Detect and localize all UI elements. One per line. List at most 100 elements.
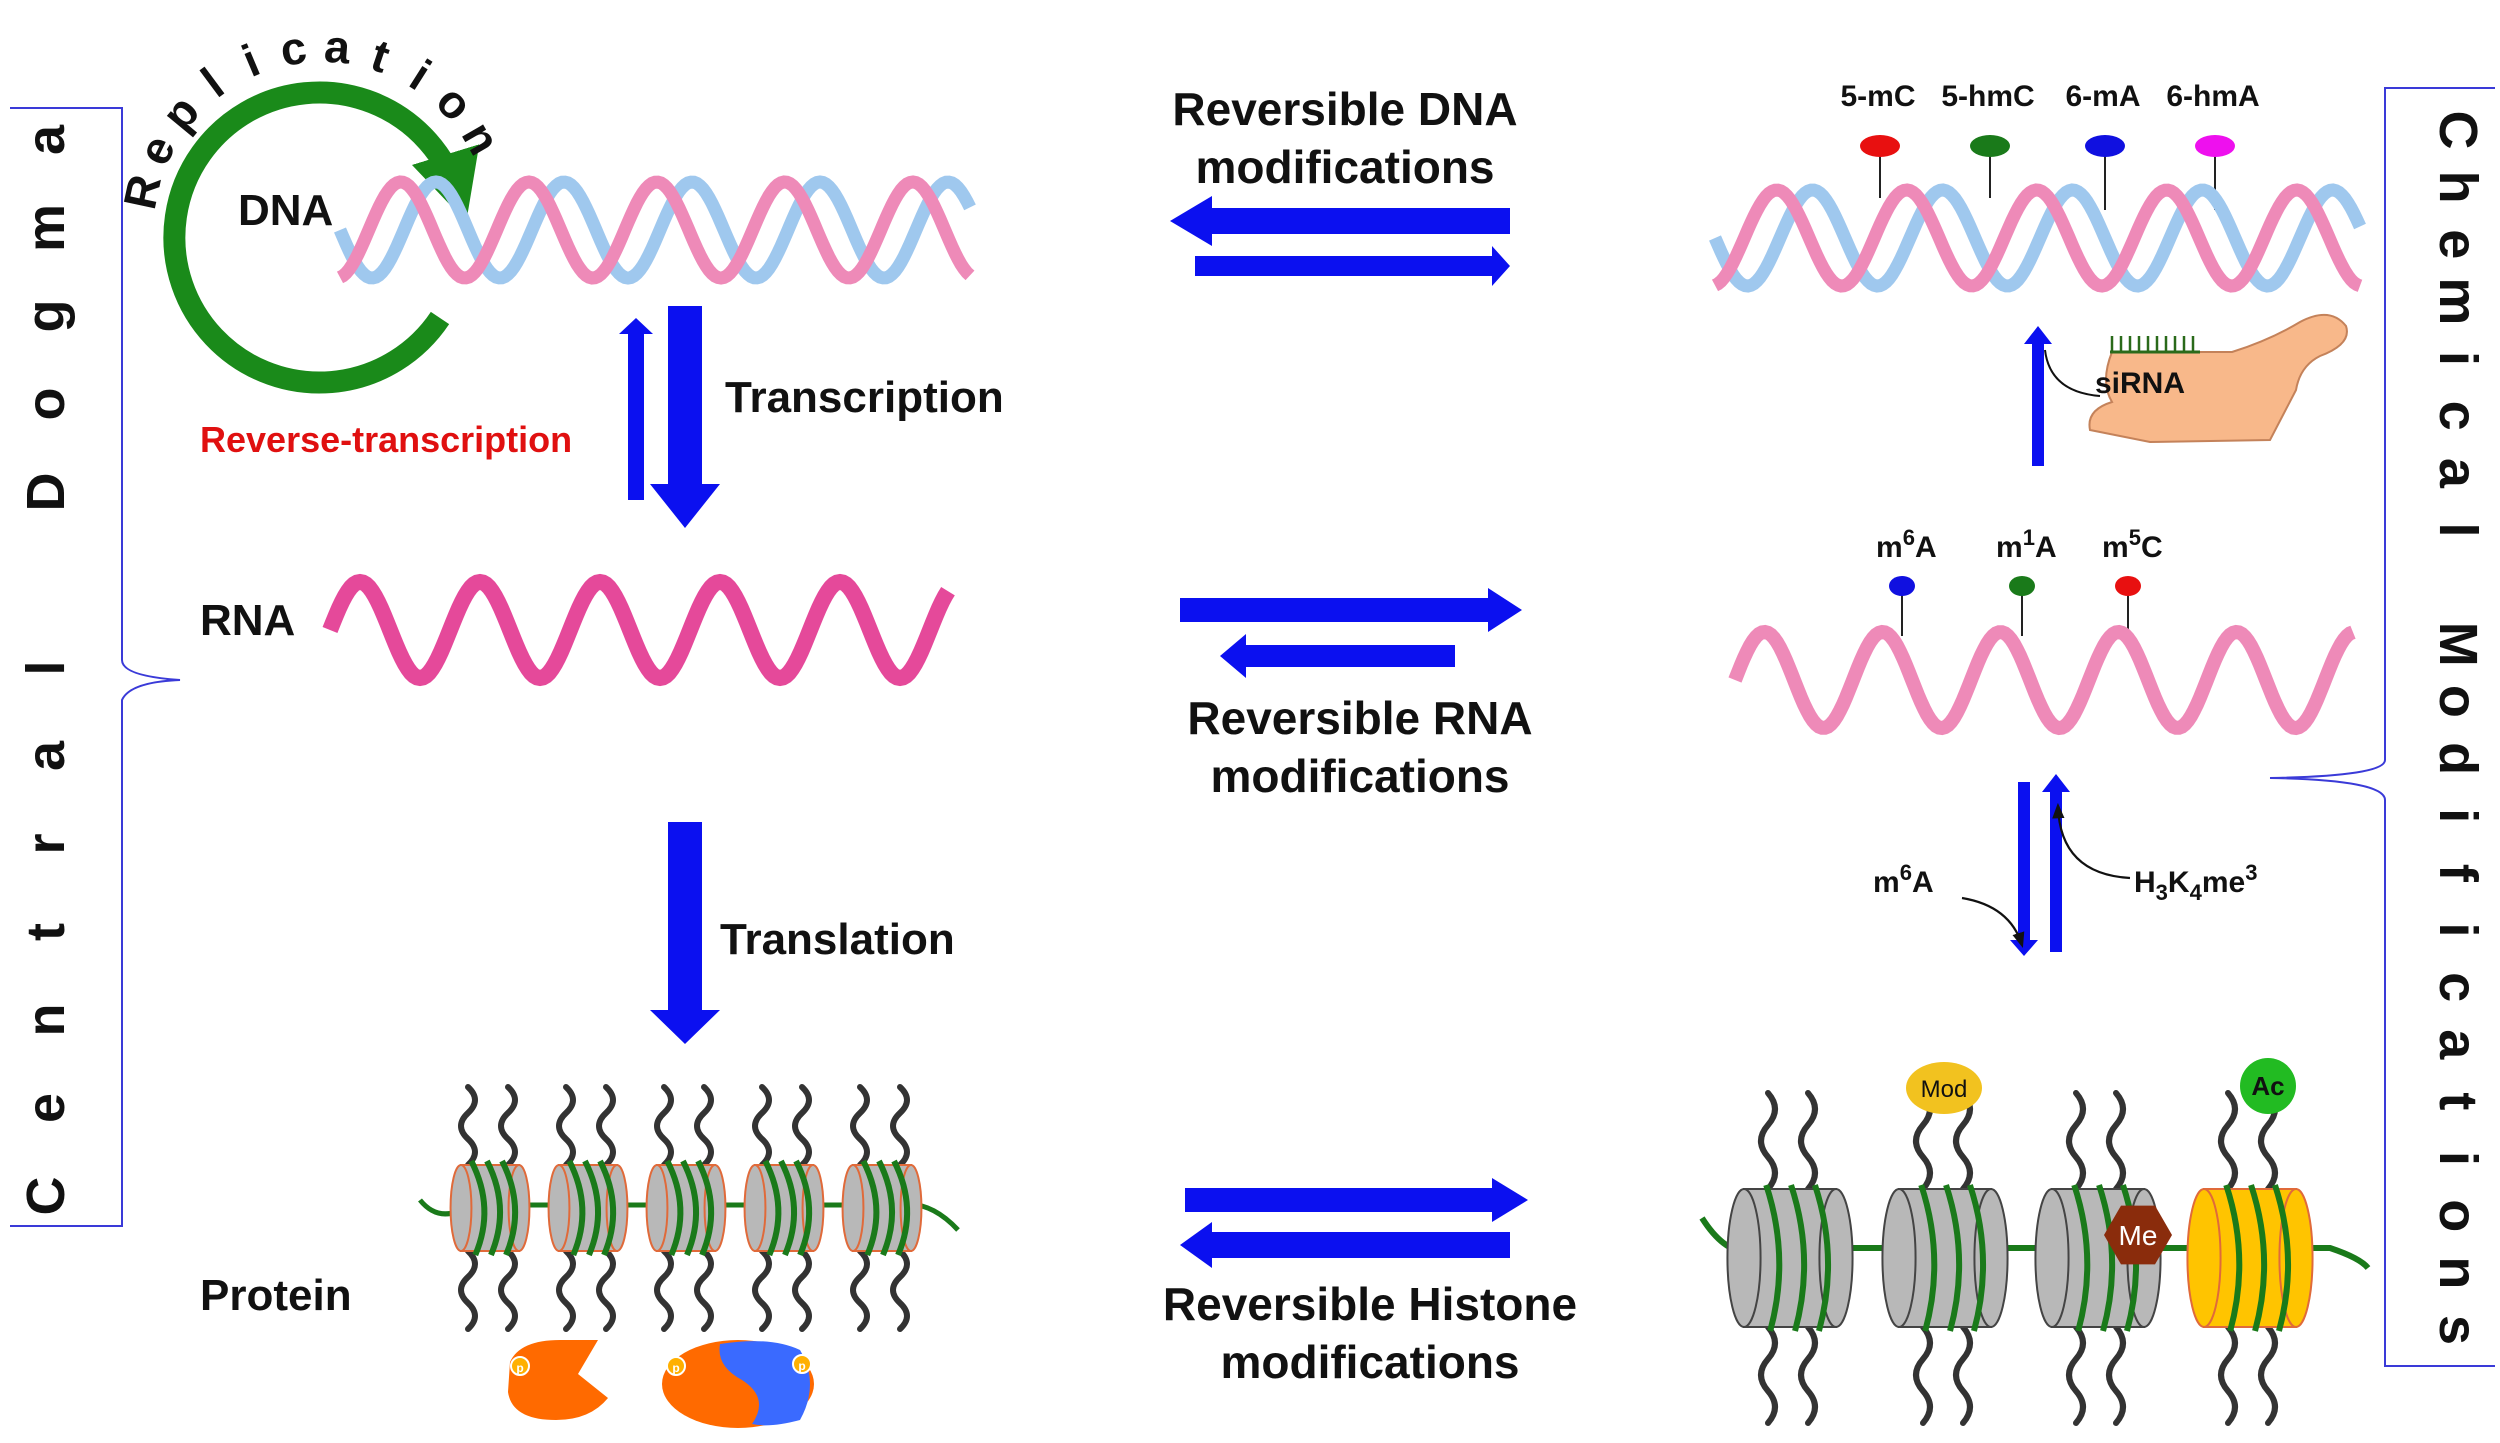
histone-core-face bbox=[449, 1164, 473, 1252]
dna-wrap bbox=[2223, 1184, 2243, 1332]
dna-wrap bbox=[1967, 1184, 1987, 1332]
side-label-letter: D bbox=[16, 473, 76, 512]
side-label-letter: i bbox=[2428, 922, 2488, 937]
reverse-transcription-arrow-head bbox=[619, 318, 653, 334]
rna-mark-label: m6A bbox=[1876, 525, 1937, 564]
sirna-strand bbox=[2110, 336, 2200, 354]
dna-reversible-arrows bbox=[1170, 196, 1510, 286]
helix-strand-b bbox=[1711, 183, 2363, 293]
phosphate-marker bbox=[510, 1356, 530, 1376]
histone-tail bbox=[2066, 1324, 2086, 1426]
dna-mark-label: 5-hmC bbox=[1941, 80, 2034, 113]
histone-tail bbox=[1798, 1090, 1818, 1192]
methyl-mark bbox=[1970, 135, 2010, 157]
dna-wrap bbox=[876, 1159, 896, 1257]
dna-label: DNA bbox=[238, 186, 333, 235]
histone-tail bbox=[596, 1248, 616, 1332]
histone-methyl-mark bbox=[2104, 1205, 2172, 1265]
sirna-regulation-arrow-shaft bbox=[2032, 340, 2044, 466]
histone-tail bbox=[752, 1084, 772, 1168]
transcription-label: Transcription bbox=[725, 373, 1004, 422]
side-label-letter: e bbox=[2428, 229, 2488, 259]
side-label-letter: m bbox=[16, 204, 76, 252]
svg-text:p: p bbox=[798, 1359, 805, 1373]
side-label-letter: i bbox=[2428, 351, 2488, 366]
histone-tail bbox=[694, 1084, 714, 1168]
dna-wrap bbox=[597, 1159, 617, 1257]
histone-tail bbox=[2218, 1324, 2238, 1426]
methyl-mark bbox=[2085, 135, 2125, 157]
histone-core-face bbox=[2186, 1188, 2222, 1328]
histone-tail bbox=[2218, 1090, 2238, 1192]
histone-tail bbox=[890, 1248, 910, 1332]
dna-wrap bbox=[2096, 1184, 2116, 1332]
histone-core-face bbox=[1726, 1188, 1762, 1328]
side-label-letter: n bbox=[2428, 1256, 2488, 1289]
protein-shape-2: p p bbox=[662, 1340, 814, 1428]
histone-core-face bbox=[547, 1164, 571, 1252]
side-label-letter: c bbox=[2428, 972, 2488, 1002]
rna-methyl-mark bbox=[1889, 576, 1915, 596]
helix-strand-b bbox=[336, 175, 975, 285]
side-label-letter: c bbox=[2428, 401, 2488, 431]
reverse-transcription-label: Reverse-transcription bbox=[200, 419, 572, 460]
histone-core-face bbox=[743, 1164, 767, 1252]
rna-label: RNA bbox=[200, 596, 295, 645]
replication-cycle-arrow bbox=[163, 81, 480, 394]
histone-mod-label: Mod bbox=[1921, 1076, 1968, 1103]
m6a-crosstalk-pointer bbox=[1961, 896, 2025, 948]
dna-wrap bbox=[582, 1159, 602, 1257]
dna-wrap bbox=[762, 1159, 782, 1257]
protein-label: Protein bbox=[200, 1271, 352, 1320]
histone-core-face bbox=[1881, 1188, 1917, 1328]
dna-mark-label: 6-mA bbox=[2065, 80, 2140, 113]
side-label-letter: f bbox=[2428, 864, 2488, 883]
dna-mark-label: 6-hmA bbox=[2166, 80, 2259, 113]
translation-arrow-shaft bbox=[668, 822, 702, 1012]
histone-reversible-arrows bbox=[1180, 1178, 1528, 1268]
histone-tail bbox=[1913, 1324, 1933, 1426]
modified-rna-strand-path bbox=[1728, 624, 2356, 736]
histone-tail bbox=[1758, 1090, 1778, 1192]
side-label-letter: g bbox=[16, 300, 76, 333]
histone-acetyl-label: Ac bbox=[2251, 1071, 2284, 1101]
rna-mark-label: m1A bbox=[1996, 525, 2057, 564]
replication-letter: l bbox=[192, 58, 233, 107]
rna-methyl-mark bbox=[2115, 576, 2141, 596]
side-label-letter: t bbox=[16, 923, 76, 941]
histone-tail bbox=[850, 1248, 870, 1332]
side-label-letter: i bbox=[2428, 808, 2488, 823]
transcription-arrow-shaft bbox=[668, 306, 702, 484]
dna-wrap bbox=[484, 1159, 504, 1257]
h3k4me3-crosstalk-pointer bbox=[2052, 802, 2131, 880]
chromatin-nucleosome-array bbox=[418, 1084, 960, 1332]
histone-tail bbox=[792, 1084, 812, 1168]
rna-methyl-mark bbox=[2009, 576, 2035, 596]
reversible-histone-subtitle: modifications bbox=[1220, 1336, 1519, 1388]
replication-letter: i bbox=[401, 49, 440, 100]
replication-letter: p bbox=[151, 85, 209, 140]
replication-letter: i bbox=[235, 34, 267, 87]
dna-wrap bbox=[499, 1159, 519, 1257]
chemical-modifications-bracket bbox=[2269, 87, 2495, 1367]
side-label-letter: m bbox=[2428, 277, 2488, 325]
histone-tail bbox=[752, 1248, 772, 1332]
side-label-letter: e bbox=[16, 1093, 76, 1123]
histone-tail bbox=[596, 1084, 616, 1168]
rna-to-histone-arrow-head bbox=[2010, 940, 2038, 956]
reversible-rna-title: Reversible RNA bbox=[1187, 692, 1532, 744]
sirna-pointer-line bbox=[2044, 349, 2101, 397]
histone-tail bbox=[2106, 1324, 2126, 1426]
reversible-rna-subtitle: modifications bbox=[1210, 750, 1509, 802]
histone-tail bbox=[2106, 1090, 2126, 1192]
side-label-letter: o bbox=[2428, 685, 2488, 718]
dna-wrap bbox=[1763, 1184, 1783, 1332]
dna-double-helix bbox=[334, 175, 976, 285]
phosphate-marker bbox=[792, 1354, 812, 1374]
side-label-letter: C bbox=[16, 1177, 76, 1216]
sirna-label: siRNA bbox=[2095, 367, 2185, 400]
